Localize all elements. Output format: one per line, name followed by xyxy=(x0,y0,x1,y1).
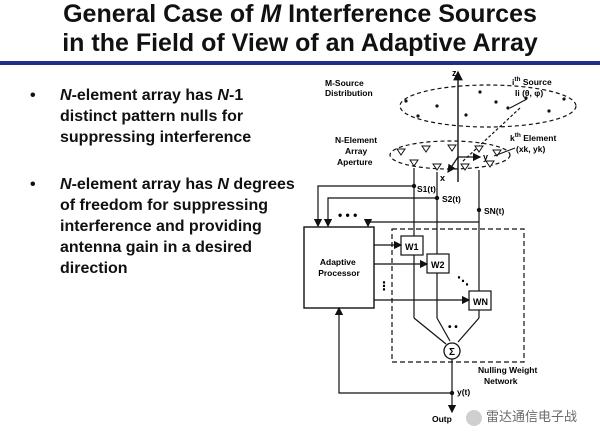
feed-to-processor-n xyxy=(363,218,479,228)
bullet-item: • N-element array has N degrees of freed… xyxy=(30,176,295,277)
y-axis-label: y xyxy=(483,152,488,162)
to-summer-2 xyxy=(436,317,451,342)
s1-label: S1(t) xyxy=(417,184,436,194)
watermark: 雷达通信电子战 xyxy=(466,406,577,426)
weight-wn-label: WN xyxy=(473,297,488,307)
adaptive-processor-box xyxy=(303,226,375,309)
feedback-line xyxy=(334,306,452,394)
adaptive-array-diagram: z M-Source Distribution ith Source Ii (θ… xyxy=(303,68,577,424)
kth-element-coord: (xk, yk) xyxy=(516,144,545,154)
source-distribution-cloud xyxy=(399,84,577,128)
feed-to-processor-1 xyxy=(313,185,414,228)
feed-ellipsis: • • • xyxy=(338,208,357,222)
nulling-weight-network-box xyxy=(391,228,525,363)
ith-source-pointer xyxy=(509,98,528,109)
ith-source-coord: Ii (θ, φ) xyxy=(515,88,543,98)
adaptive-processor-label: Adaptive Processor xyxy=(318,257,360,278)
weight-w2-label: W2 xyxy=(431,260,445,270)
bullet-marker: • xyxy=(30,87,36,104)
wechat-icon xyxy=(466,409,482,426)
title-underline xyxy=(0,61,600,65)
watermark-text: 雷达通信电子战 xyxy=(486,409,578,424)
ith-source-label: ith Source xyxy=(512,76,552,87)
summer-ellipsis: • • xyxy=(448,322,458,333)
bullet-marker: • xyxy=(30,176,36,193)
incoming-ray xyxy=(461,107,521,163)
kth-element-pointer xyxy=(493,147,516,157)
to-summer-1 xyxy=(413,317,447,345)
sn-label: SN(t) xyxy=(484,206,504,216)
antenna-elements xyxy=(396,144,502,171)
feed-to-processor-2 xyxy=(323,197,437,228)
control-ellipsis: ⋮ xyxy=(378,279,390,293)
to-summer-n xyxy=(457,317,480,343)
kth-element-label: kth Element xyxy=(510,132,556,143)
feed-node xyxy=(476,207,482,213)
title-line-2: in the Field of View of an Adaptive Arra… xyxy=(62,29,538,57)
bullet-list: • N-element array has N-1 distinct patte… xyxy=(30,85,300,305)
slide-title: General Case of M Interference Sources i… xyxy=(0,0,600,58)
output-label: Outp xyxy=(432,414,452,424)
weight-ellipsis: ⋱ xyxy=(457,274,469,288)
yt-label: y(t) xyxy=(457,387,470,397)
z-axis-label: z xyxy=(452,68,457,78)
bullet-item: • N-element array has N-1 distinct patte… xyxy=(30,87,252,146)
m-source-label: M-Source Distribution xyxy=(325,78,373,98)
summer-symbol: Σ xyxy=(449,347,455,358)
n-element-label: N-Element Array Aperture xyxy=(335,135,379,167)
weight-w1-label: W1 xyxy=(405,242,419,252)
title-line-1: General Case of M Interference Sources xyxy=(63,0,537,28)
s2-label: S2(t) xyxy=(442,194,461,204)
x-axis xyxy=(447,156,459,173)
x-axis-label: x xyxy=(440,173,445,183)
nulling-network-label: Nulling Weight Network xyxy=(478,365,540,386)
